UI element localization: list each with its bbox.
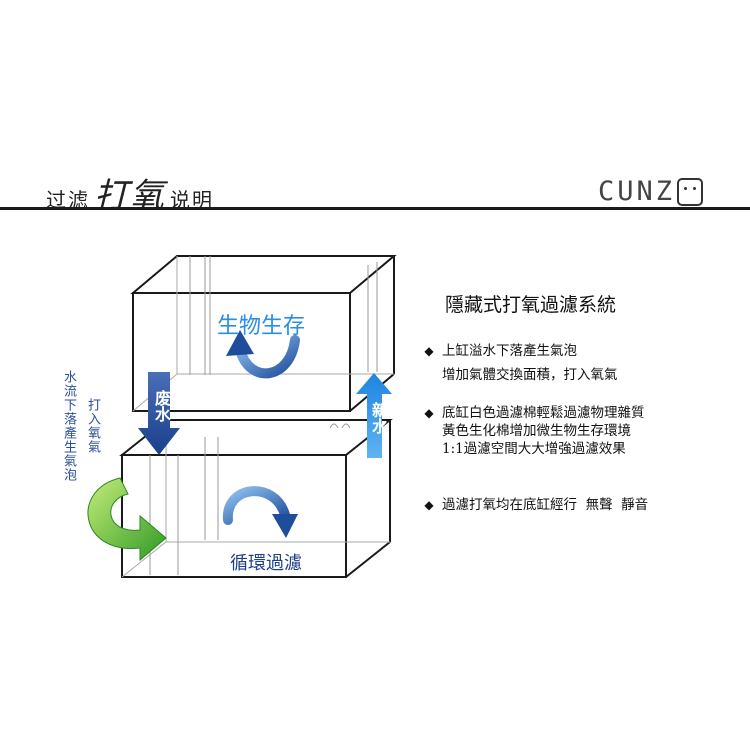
upper-tank-label: 生物生存 [217, 314, 306, 339]
bullet-1-line-1: 上缸溢水下落產生氣泡 [442, 343, 577, 359]
description-title: 隱藏式打氧過濾系統 [445, 294, 617, 316]
logo-outlet-icon [677, 177, 704, 206]
brand-logo: CUNZ [598, 176, 704, 207]
lower-tank-label: 循環過濾 [230, 553, 302, 574]
diamond-bullet-icon: ◆ [424, 344, 434, 358]
diamond-bullet-icon: ◆ [424, 498, 434, 512]
bullet-3-line-1: 過濾打氧均在底缸經行 無聲 靜音 [442, 497, 649, 513]
fresh-water-arrow [356, 373, 392, 458]
bullet-1-line-2: 增加氣體交換面積，打入氧氣 [442, 367, 618, 383]
fresh-water-label: 新水 [369, 402, 388, 434]
bullet-item-1: ◆ 上缸溢水下落產生氣泡 增加氣體交換面積，打入氧氣 [422, 342, 618, 384]
circulation-arrowhead-top [226, 330, 254, 356]
brand-text: CUNZ [598, 176, 676, 207]
bullet-item-2: ◆ 底缸白色過濾棉輕鬆過濾物理雜質 黃色生化棉增加微生物生存環境 1:1過濾空間… [422, 404, 645, 458]
oxygen-in-label: 打入氧氣 [85, 398, 100, 454]
bullet-2-line-3: 1:1過濾空間大大增強過濾效果 [442, 441, 626, 457]
diamond-bullet-icon: ◆ [424, 406, 434, 420]
circulation-arrowhead-bottom [272, 514, 298, 538]
lower-tank-partition [149, 423, 351, 575]
flow-down-label: 水流下落產生氣泡 [61, 370, 76, 482]
bullet-item-3: ◆ 過濾打氧均在底缸經行 無聲 靜音 [422, 496, 648, 514]
upper-tank-partition [189, 256, 378, 375]
header-divider [0, 207, 750, 210]
oxygen-flow-arrow [87, 477, 167, 562]
circulation-arrow-top [235, 335, 300, 379]
circulation-arrow-bottom [222, 486, 290, 525]
waste-water-arrow [138, 372, 180, 455]
waste-water-label: 废水 [152, 390, 171, 422]
bullet-2-line-2: 黃色生化棉增加微生物生存環境 [442, 423, 631, 439]
bullet-2-line-1: 底缸白色過濾棉輕鬆過濾物理雜質 [442, 405, 645, 421]
